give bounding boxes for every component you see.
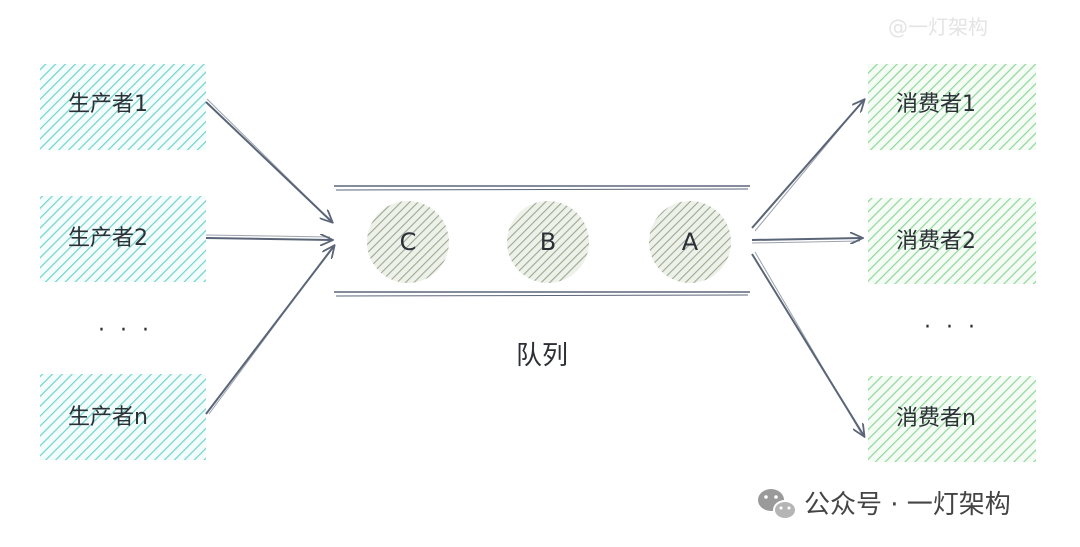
queue-item-a: A [649, 201, 731, 283]
queue-item-label: C [400, 228, 417, 256]
consumer-arrows [751, 100, 864, 436]
footer-text: 公众号 · 一灯架构 [804, 490, 1011, 520]
producer-label: 生产者2 [68, 226, 148, 251]
producer-label: 生产者n [68, 405, 148, 430]
consumer-label: 消费者n [896, 406, 976, 431]
watermark-text: @一灯架构 [888, 15, 988, 39]
wechat-icon [758, 489, 797, 520]
arrow-producer-2 [205, 238, 332, 240]
queue-walls [334, 185, 750, 297]
consumer-label: 消费者1 [896, 92, 976, 117]
queue-item-c: C [367, 201, 449, 283]
consumer-box-n: 消费者n [868, 376, 1036, 462]
consumer-ellipsis: · · · [924, 315, 979, 340]
arrow-consumer-2 [751, 238, 862, 240]
queue-label: 队列 [516, 341, 568, 371]
producer-label: 生产者1 [68, 92, 148, 117]
queue-item-label: A [682, 228, 699, 256]
consumer-box-1: 消费者1 [868, 64, 1036, 150]
producer-box-n: 生产者n [40, 374, 206, 460]
producer-box-1: 生产者1 [40, 64, 206, 150]
queue: C B A 队列 [334, 185, 750, 371]
producer-ellipsis: · · · [98, 318, 153, 343]
consumer-box-2: 消费者2 [868, 198, 1036, 284]
producer-arrows [205, 98, 334, 415]
queue-item-label: B [540, 228, 556, 256]
queue-item-b: B [507, 201, 589, 283]
footer: 公众号 · 一灯架构 [758, 489, 1011, 520]
producer-box-2: 生产者2 [40, 196, 206, 282]
consumer-label: 消费者2 [896, 229, 976, 254]
